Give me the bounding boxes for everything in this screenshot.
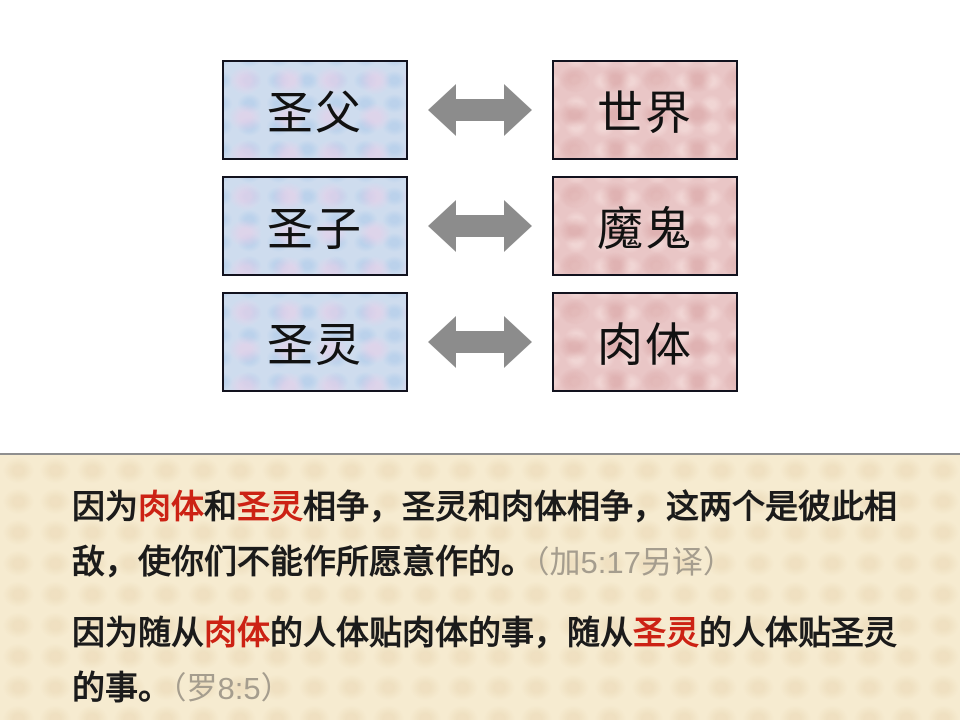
quote-line: 因为随从肉体的人体贴肉体的事，随从圣灵的人体贴圣灵: [72, 605, 930, 660]
scripture-quote-panel: 因为肉体和圣灵相争，圣灵和肉体相争，这两个是彼此相敌，使你们不能作所愿意作的。（…: [0, 453, 960, 720]
quote-paragraph-romans: 因为随从肉体的人体贴肉体的事，随从圣灵的人体贴圣灵的事。（罗8:5）: [72, 605, 930, 716]
quote-text-segment: 敌，使你们不能作所愿意作的。: [72, 543, 534, 580]
quote-text-segment: 的人体贴圣灵: [699, 614, 897, 651]
left-box-label: 圣子: [267, 204, 363, 255]
quote-line: 的事。（罗8:5）: [72, 660, 930, 716]
relation-row-2: 圣子 魔鬼: [0, 176, 960, 276]
quote-text-segment: 因为随从: [72, 614, 204, 651]
right-concept-box-devil: 魔鬼: [552, 176, 738, 276]
quote-text-segment: 相争，圣灵和肉体相争，这两个是彼此相: [303, 488, 897, 525]
quote-text-segment: 的事。: [72, 669, 171, 706]
verse-reference: （罗8:5）: [171, 671, 292, 706]
left-box-label: 圣灵: [267, 320, 363, 371]
relation-row-1: 圣父 世界: [0, 60, 960, 160]
verse-reference: （加5:17另译）: [534, 545, 734, 580]
relation-row-3: 圣灵 肉体: [0, 292, 960, 392]
right-box-label: 魔鬼: [597, 204, 693, 255]
quote-text-segment: 和: [204, 488, 237, 525]
double-arrow-icon: [428, 316, 532, 368]
quote-text-segment: 的人体贴肉体的事，随从: [270, 614, 633, 651]
left-concept-box-father: 圣父: [222, 60, 408, 160]
quote-text-segment: 圣灵: [633, 614, 699, 651]
quote-text-segment: 圣灵: [237, 488, 303, 525]
left-concept-box-son: 圣子: [222, 176, 408, 276]
right-concept-box-world: 世界: [552, 60, 738, 160]
left-box-label: 圣父: [267, 88, 363, 139]
quote-text-segment: 肉体: [138, 488, 204, 525]
left-concept-box-spirit: 圣灵: [222, 292, 408, 392]
right-concept-box-flesh: 肉体: [552, 292, 738, 392]
quote-line: 敌，使你们不能作所愿意作的。（加5:17另译）: [72, 534, 930, 590]
double-arrow-icon: [428, 200, 532, 252]
right-box-label: 世界: [597, 88, 693, 139]
quote-paragraph-galatians: 因为肉体和圣灵相争，圣灵和肉体相争，这两个是彼此相敌，使你们不能作所愿意作的。（…: [72, 479, 930, 590]
quote-line: 因为肉体和圣灵相争，圣灵和肉体相争，这两个是彼此相: [72, 479, 930, 534]
double-arrow-icon: [428, 84, 532, 136]
quote-text-segment: 肉体: [204, 614, 270, 651]
right-box-label: 肉体: [597, 320, 693, 371]
quote-text-segment: 因为: [72, 488, 138, 525]
